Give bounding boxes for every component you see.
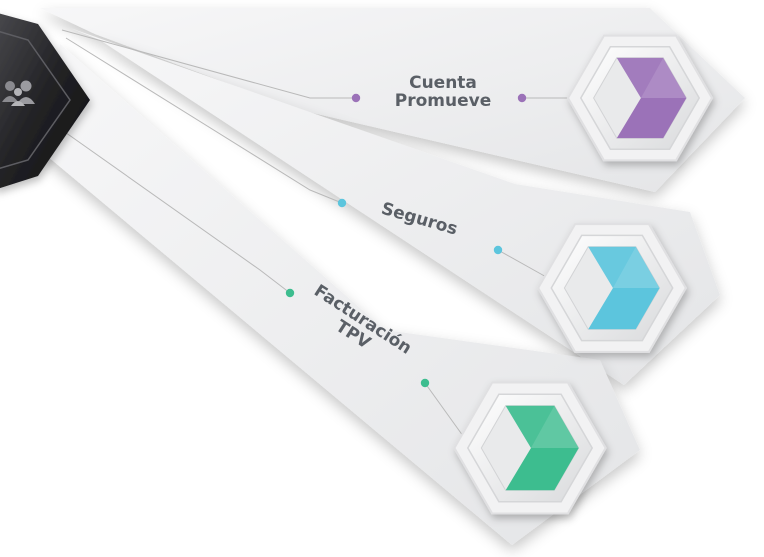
connector-line-cuenta [61, 29, 356, 99]
connector-dot-start-seguros [337, 198, 347, 208]
hex-badge-seguros [537, 223, 687, 353]
branch-label-line: Promueve [395, 91, 491, 111]
hub-hexagon [0, 13, 90, 189]
chevron-right-icon [588, 246, 660, 330]
connector-dot-end-seguros [493, 245, 503, 255]
connector-dot-start-cuenta [351, 93, 361, 103]
connector-tail-seguros [497, 249, 549, 279]
connector-dot-end-facturacion [420, 378, 430, 388]
branch-panel-cuenta [40, 8, 745, 192]
hex-badge-cuenta [566, 34, 714, 162]
branch-label-line: Cuenta [409, 73, 477, 93]
connector-line-seguros [65, 37, 343, 204]
connector-line-facturacion [61, 129, 291, 294]
connector-dot-start-facturacion [285, 288, 295, 298]
connector-dot-end-cuenta [517, 93, 527, 103]
people-group-icon [2, 80, 35, 106]
hex-badge-facturacion [453, 381, 607, 515]
chevron-right-icon [505, 405, 579, 491]
chevron-right-icon [616, 57, 687, 139]
connector-tail-facturacion [424, 382, 465, 439]
